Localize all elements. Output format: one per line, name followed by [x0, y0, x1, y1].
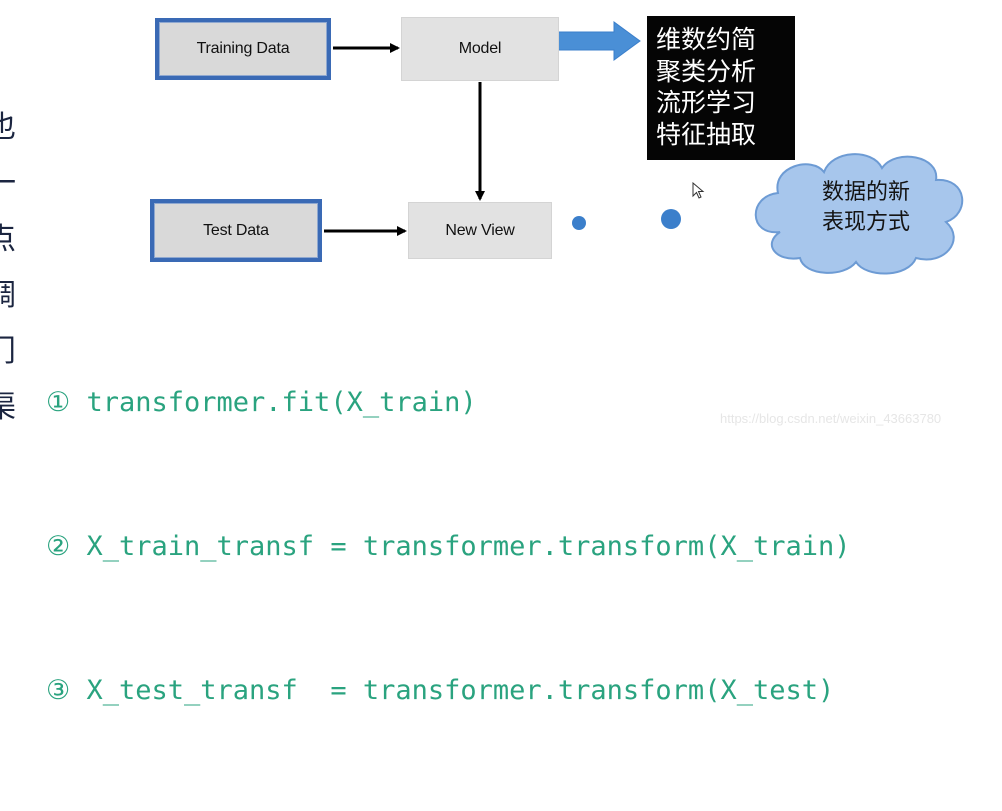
diagram-graphics: [324, 21, 964, 275]
step-marker: ③: [46, 675, 71, 706]
side-char: 一: [0, 166, 16, 201]
dot-medium: [572, 216, 586, 230]
side-char: 也: [0, 110, 16, 145]
side-char: 门: [0, 334, 16, 369]
step-code: X_train_transf = transformer.transform(X…: [86, 531, 851, 562]
side-char: 点: [0, 222, 16, 257]
code-step-transform-train: ② X_train_transf = transformer.transform…: [46, 523, 851, 571]
training-data-box: Training Data: [155, 18, 331, 80]
step-code: transformer.fit(X_train): [86, 387, 477, 418]
cloud-label: 数据的新 表现方式: [786, 178, 946, 238]
cloud-line: 表现方式: [821, 210, 910, 235]
cloud-shape: [754, 153, 964, 275]
step-marker: ①: [46, 387, 71, 418]
side-char: 调: [0, 278, 16, 313]
code-steps: ① transformer.fit(X_train) ② X_train_tra…: [46, 283, 851, 811]
ml-pipeline-slide: Training Data Model Test Data New View 维…: [0, 16, 964, 706]
method-item: 特征抽取: [656, 119, 757, 149]
method-item: 维数约简: [656, 25, 757, 54]
model-box: Model: [401, 17, 559, 81]
cropped-side-text: 也 一 点 调 门 渠: [0, 100, 16, 436]
cloud-line: 数据的新: [821, 180, 910, 205]
code-step-transform-test: ③ X_test_transf = transformer.transform(…: [46, 667, 851, 715]
mouse-pointer-icon: [692, 182, 705, 199]
blue-arrow: [557, 21, 641, 61]
side-char: 渠: [0, 390, 16, 425]
method-item: 流形学习: [656, 88, 757, 117]
code-step-fit: ① transformer.fit(X_train): [46, 379, 851, 427]
step-code: X_test_transf = transformer.transform(X_…: [86, 675, 835, 706]
watermark: https://blog.csdn.net/weixin_43663780: [720, 411, 942, 426]
new-view-box: New View: [408, 202, 552, 259]
method-item: 聚类分析: [656, 56, 757, 86]
dot-large: [661, 209, 681, 229]
methods-box: 维数约简 聚类分析 流形学习 特征抽取: [647, 16, 795, 160]
test-data-box: Test Data: [150, 199, 322, 262]
step-marker: ②: [46, 531, 71, 562]
